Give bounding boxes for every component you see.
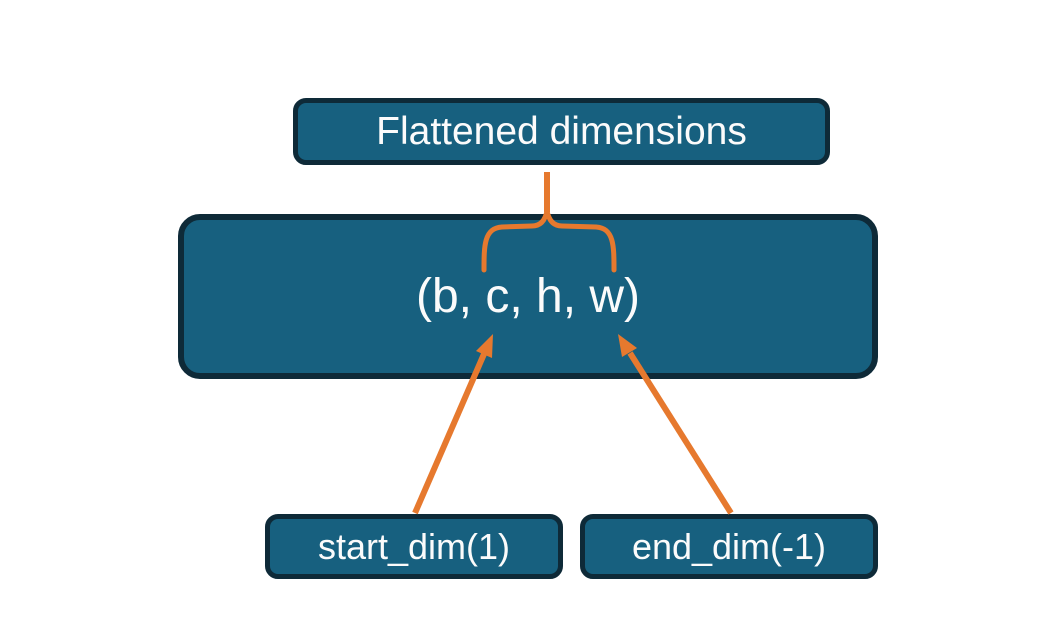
flattened-dimensions-label: Flattened dimensions: [376, 109, 747, 153]
start-dim-node: start_dim(1): [265, 514, 563, 579]
end-dim-label: end_dim(-1): [631, 525, 827, 567]
tensor-shape-node: (b, c, h, w): [178, 214, 878, 379]
tensor-shape-label: (b, c, h, w): [415, 270, 641, 323]
end-dim-node: end_dim(-1): [580, 514, 878, 579]
start-dim-label: start_dim(1): [317, 525, 511, 567]
flattened-dimensions-node: Flattened dimensions: [293, 98, 830, 165]
